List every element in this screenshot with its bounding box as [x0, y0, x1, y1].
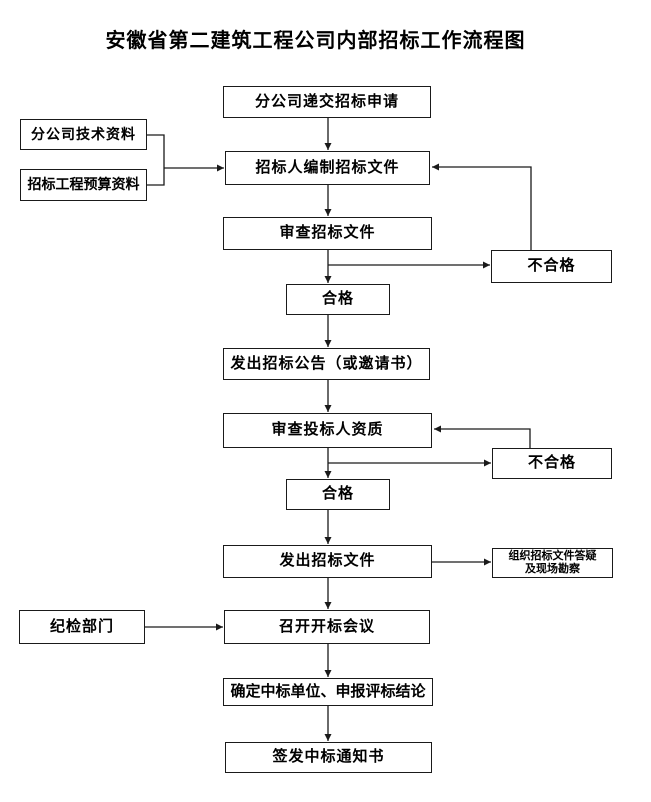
- node-label: 确定中标单位、申报评标结论: [230, 682, 426, 700]
- node-determine-winner: 确定中标单位、申报评标结论: [223, 678, 433, 706]
- node-label: 纪检部门: [49, 617, 114, 635]
- node-label: 不合格: [527, 257, 576, 275]
- node-label: 签发中标通知书: [272, 748, 385, 766]
- node-pass1: 合格: [286, 284, 390, 315]
- node-label: 审查投标人资质: [271, 421, 384, 439]
- arrow-fail1-to-prepare: [432, 163, 532, 250]
- node-label: 召开开标会议: [278, 617, 375, 635]
- node-fail1: 不合格: [491, 250, 612, 283]
- node-label: 审查招标文件: [279, 224, 376, 242]
- node-label: 不合格: [527, 454, 576, 472]
- node-pass2: 合格: [286, 479, 390, 510]
- node-tech-materials: 分公司技术资料: [20, 119, 147, 150]
- arrow-fail2-to-review-bidders: [434, 425, 531, 448]
- node-submit-request: 分公司递交招标申请: [223, 86, 431, 118]
- node-label-line1: 组织招标文件答疑: [508, 550, 597, 562]
- node-label: 发出招标文件: [279, 552, 376, 570]
- node-discipline-dept: 纪检部门: [19, 610, 145, 644]
- node-prepare-docs: 招标人编制招标文件: [225, 151, 430, 185]
- node-open-meeting: 召开开标会议: [224, 610, 430, 644]
- node-announce: 发出招标公告（或邀请书）: [223, 348, 430, 380]
- node-review-bidders: 审查投标人资质: [223, 413, 432, 448]
- node-label-line2: 及现场勘察: [525, 563, 580, 575]
- node-budget-materials: 招标工程预算资料: [20, 169, 147, 201]
- node-fail2: 不合格: [492, 448, 612, 479]
- node-label: 合格: [321, 485, 354, 503]
- node-issue-docs: 发出招标文件: [223, 545, 432, 578]
- node-label: 招标人编制招标文件: [255, 158, 400, 176]
- node-label: 发出招标公告（或邀请书）: [230, 354, 423, 372]
- node-review-docs: 审查招标文件: [223, 217, 432, 250]
- node-qa-site-survey: 组织招标文件答疑 及现场勘察: [492, 548, 613, 578]
- line-tech-materials-bracket: [147, 134, 165, 186]
- node-issue-notice: 签发中标通知书: [225, 742, 432, 773]
- node-label: 分公司递交招标申请: [254, 92, 399, 110]
- node-label: 分公司技术资料: [31, 125, 136, 142]
- node-label: 合格: [321, 290, 354, 308]
- node-label: 招标工程预算资料: [27, 176, 140, 193]
- diagram-title: 安徽省第二建筑工程公司内部招标工作流程图: [105, 30, 526, 52]
